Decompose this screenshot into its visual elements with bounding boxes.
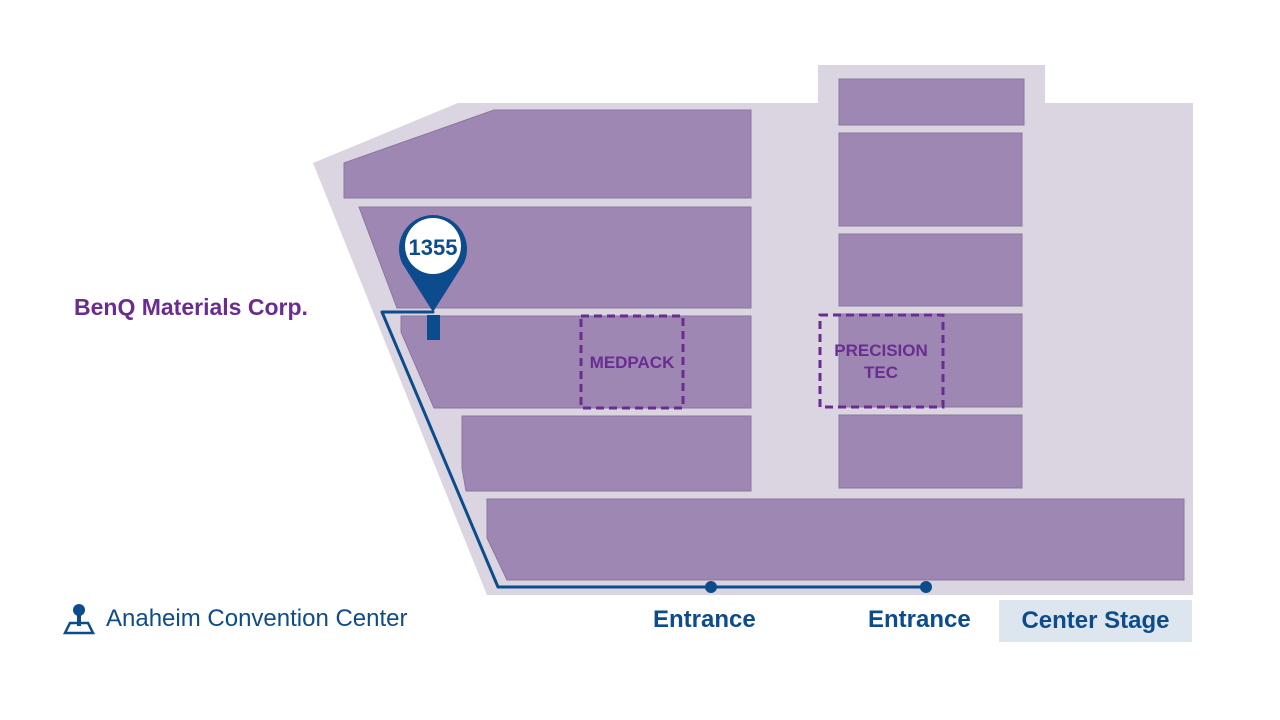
location-person-icon [62,604,96,635]
walking-route [380,310,926,589]
venue-info: Anaheim Convention Center [62,603,408,635]
hall-block [838,414,1023,489]
center-stage-label: Center Stage [999,600,1192,642]
medpack-pavilion-label: MEDPACK [590,353,675,372]
hall-block [838,313,1023,408]
pin-inner-circle [405,218,461,274]
hall-block [400,315,752,409]
entrance-label: Entrance [653,606,756,633]
hall-block [838,233,1023,307]
booth-location-marker [427,315,440,340]
precision-tec-label-line2: TEC [864,363,898,382]
precision-tec-label-line1: PRECISION [834,341,928,360]
hall-block [838,132,1023,227]
hall-block [343,109,752,199]
entrance-label: Entrance [868,606,971,633]
hall-block [838,78,1025,126]
hall-block [486,498,1185,581]
medpack-pavilion-outline [579,314,685,410]
hall-block [461,415,752,492]
company-name: BenQ Materials Corp. [74,294,308,320]
entrance-marker [920,581,932,593]
precision-tec-pavilion-outline [818,313,945,409]
venue-name: Anaheim Convention Center [106,605,408,632]
booth-number: 1355 [409,235,458,260]
entrance-marker [705,581,717,593]
